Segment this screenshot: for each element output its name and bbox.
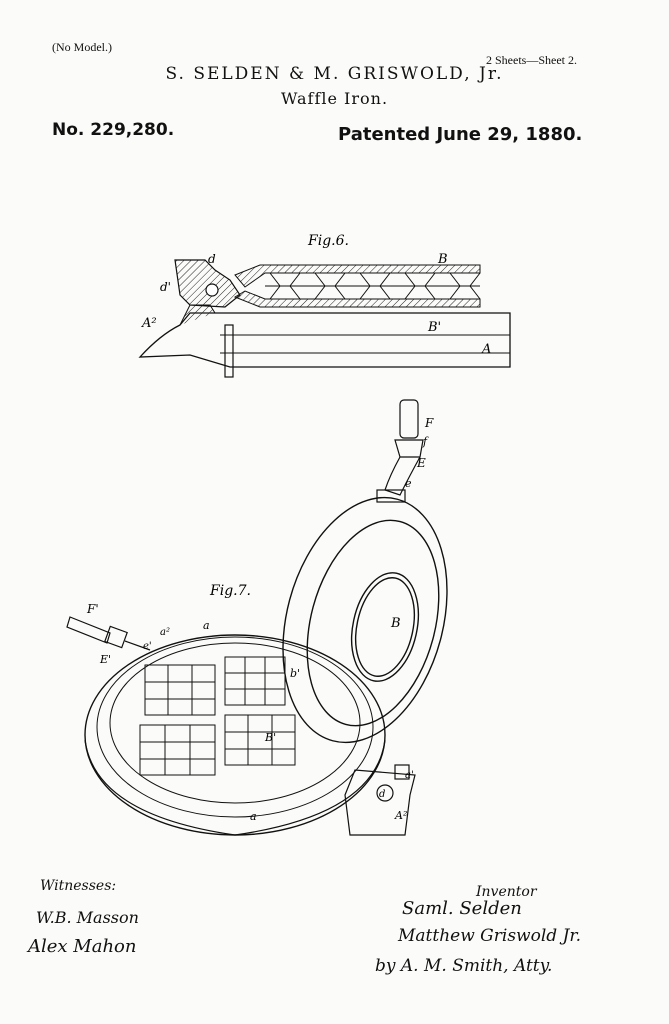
fig7-ref-a1: a': [405, 770, 414, 781]
fig7-ref-e: e: [405, 477, 412, 490]
fig7-ref-a2: a²: [160, 627, 170, 638]
patent-number: No. 229,280.: [52, 120, 175, 140]
witnesses-label: Witnesses:: [40, 878, 117, 894]
inventor-names: S. SELDEN & M. GRISWOLD, Jr.: [165, 64, 504, 84]
inventor-label: Inventor: [476, 884, 537, 900]
attorney-signature: by A. M. Smith, Atty.: [375, 956, 553, 976]
fig7-ref-f1: F': [86, 602, 99, 616]
inventor-signature-1: Saml. Selden: [402, 898, 522, 919]
fig6-ref-b: B: [437, 252, 448, 267]
fig7-ref-f: F: [424, 416, 434, 430]
fig7-ref-b: B: [390, 616, 401, 631]
fig7-ref-b1: B': [264, 731, 276, 744]
fig7-ref-b2: b': [290, 667, 300, 680]
inventor-signature-2: Matthew Griswold Jr.: [398, 926, 582, 946]
fig7-ref-a-low: a: [250, 810, 257, 823]
fig6-label: Fig.6.: [307, 233, 349, 249]
fig6-ref-b1: B': [427, 320, 441, 335]
fig6-ref-a2: A²: [141, 316, 157, 331]
patent-title: Waffle Iron.: [280, 89, 389, 108]
witness-2: Alex Mahon: [28, 936, 137, 957]
fig7-ref-e1: E': [99, 653, 111, 666]
fig7-label: Fig.7.: [209, 583, 251, 599]
model-note: (No Model.): [52, 40, 112, 54]
fig7-ref-e1-small: e': [143, 641, 152, 652]
figure-6-drawing: Fig.6. d d' A² B B' A: [138, 233, 511, 378]
fig7-ref-a: a: [203, 619, 210, 632]
patent-date: Patented June 29, 1880.: [338, 124, 583, 145]
fig6-ref-d1: d': [160, 280, 171, 294]
fig7-ref-e-big: E: [416, 456, 426, 470]
fig6-ref-d: d: [208, 252, 216, 266]
witness-1: W.B. Masson: [36, 908, 139, 927]
sheet-note: 2 Sheets—Sheet 2.: [486, 53, 577, 67]
fig7-ref-f-small: f: [422, 435, 429, 448]
fig7-ref-a-big2: A²: [394, 809, 407, 822]
figure-7-drawing: Fig.7.: [66, 399, 448, 836]
fig7-ref-d: d: [379, 789, 385, 800]
fig6-ref-a: A: [481, 342, 491, 357]
